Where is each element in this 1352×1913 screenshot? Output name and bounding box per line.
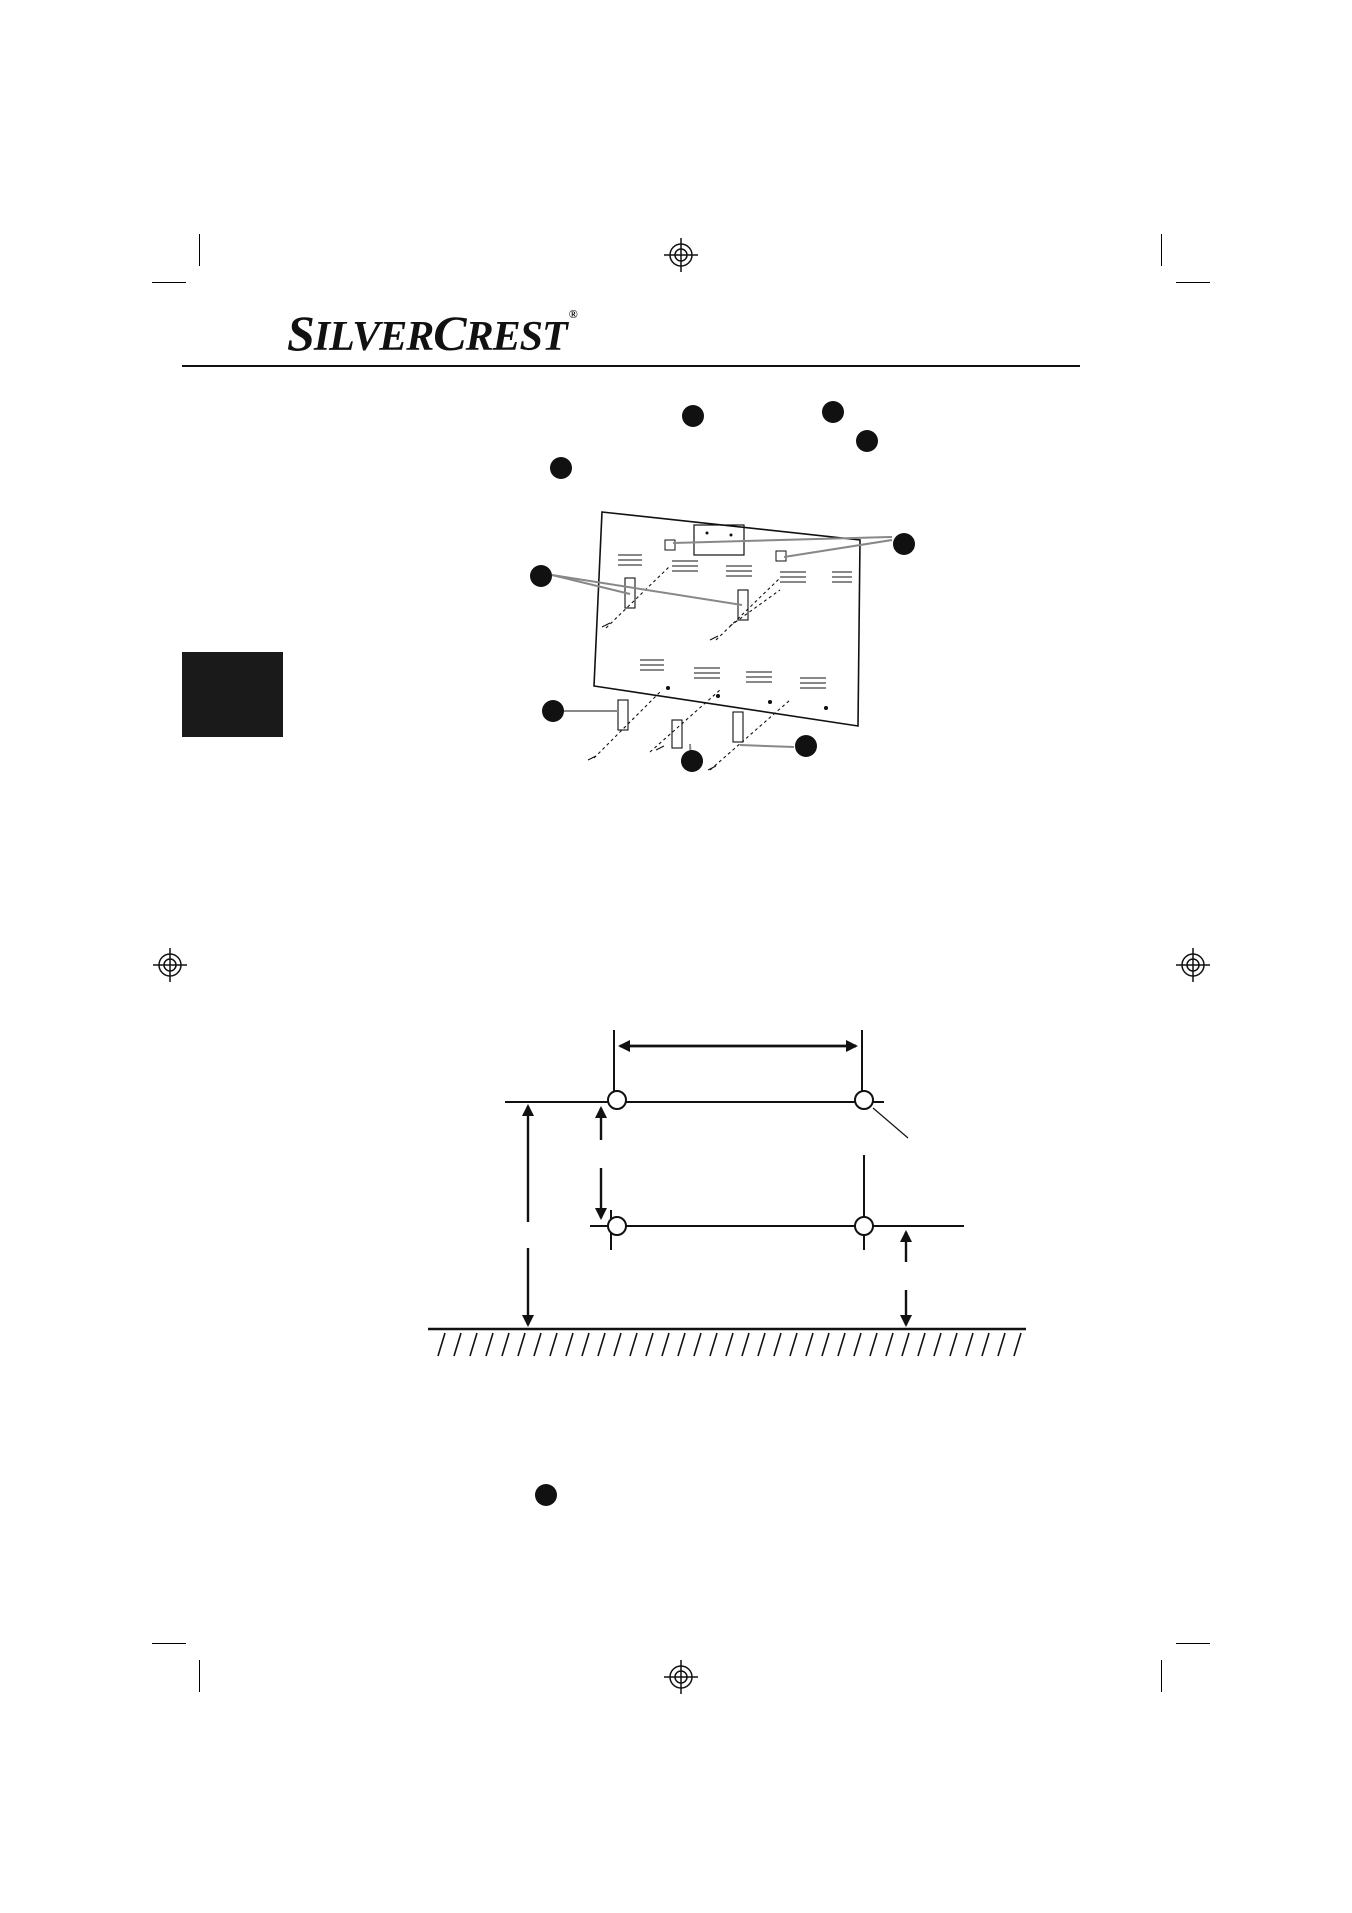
text-callout-bullet-1 [682, 405, 704, 427]
floor-hatch-line [549, 1332, 558, 1357]
text-callout-bullet-4 [550, 457, 572, 479]
floor-hatch-line [757, 1332, 766, 1357]
floor-hatch-line [901, 1332, 910, 1357]
floor-hatch-line [597, 1332, 606, 1357]
figure-callout-top-right [893, 533, 915, 555]
floor-hatch-line [469, 1332, 478, 1357]
floor-hatch-line [581, 1332, 590, 1357]
floor-hatch-line [981, 1332, 990, 1357]
crop-mark-tr-h [1176, 282, 1210, 283]
floor-hatch-line [853, 1332, 862, 1357]
floor-hatch-line [693, 1332, 702, 1357]
figure-callout-bottom-center [681, 750, 703, 772]
floor-hatch-line [917, 1332, 926, 1357]
registration-mark-top-icon [664, 238, 698, 272]
floor-hatch-line [725, 1332, 734, 1357]
crop-mark-br-v [1161, 1660, 1162, 1692]
floor-hatch-line [741, 1332, 750, 1357]
registered-mark: ® [568, 307, 578, 321]
floor-hatch-line [837, 1332, 846, 1357]
floor-hatch-line [949, 1332, 958, 1357]
crop-mark-bl-h [152, 1643, 186, 1644]
crop-mark-bl-v [199, 1660, 200, 1692]
floor-hatch-line [805, 1332, 814, 1357]
floor-hatch-line [997, 1332, 1006, 1357]
floor-hatch-line [645, 1332, 654, 1357]
text-callout-bullet-2 [822, 401, 844, 423]
figure-mounting-dimensions [428, 1030, 1026, 1357]
text-callout-bullet-5 [535, 1484, 557, 1506]
figure-callout-lower-left [542, 700, 564, 722]
brand-logo: SILVERCREST® [287, 305, 578, 361]
floor-hatch-line [965, 1332, 974, 1357]
floor-hatch-line [789, 1332, 798, 1357]
figure-callout-upper-left [530, 565, 552, 587]
floor-hatch-line [565, 1332, 574, 1357]
floor-hatch-line [1013, 1332, 1022, 1357]
floor-hatch-line [533, 1332, 542, 1357]
crop-mark-tr-v [1161, 234, 1162, 266]
figure-panel-brackets [551, 511, 893, 771]
floor-hatch-line [661, 1332, 670, 1357]
floor-hatch-line [933, 1332, 942, 1357]
registration-mark-bottom-icon [664, 1660, 698, 1694]
section-tab [182, 652, 283, 737]
floor-hatch-line [773, 1332, 782, 1357]
floor-hatch-line [517, 1332, 526, 1357]
floor-hatch-line [869, 1332, 878, 1357]
registration-mark-left-icon [153, 948, 187, 982]
floor-hatch-line [885, 1332, 894, 1357]
floor-hatch-line [709, 1332, 718, 1357]
crop-mark-br-h [1176, 1643, 1210, 1644]
floor-hatch-line [613, 1332, 622, 1357]
crop-mark-tl-h [152, 282, 186, 283]
floor-hatch-line [677, 1332, 686, 1357]
floor-hatch-line [485, 1332, 494, 1357]
floor-hatch-line [501, 1332, 510, 1357]
registration-mark-right-icon [1176, 948, 1210, 982]
text-callout-bullet-3 [856, 430, 878, 452]
floor-hatch-line [821, 1332, 830, 1357]
figure-callout-bottom-right [795, 735, 817, 757]
crop-mark-tl-v [199, 234, 200, 266]
floor-hatch-line [453, 1332, 462, 1357]
floor-hatch-line [629, 1332, 638, 1357]
floor-hatch-line [437, 1332, 446, 1357]
header-rule [182, 365, 1080, 367]
